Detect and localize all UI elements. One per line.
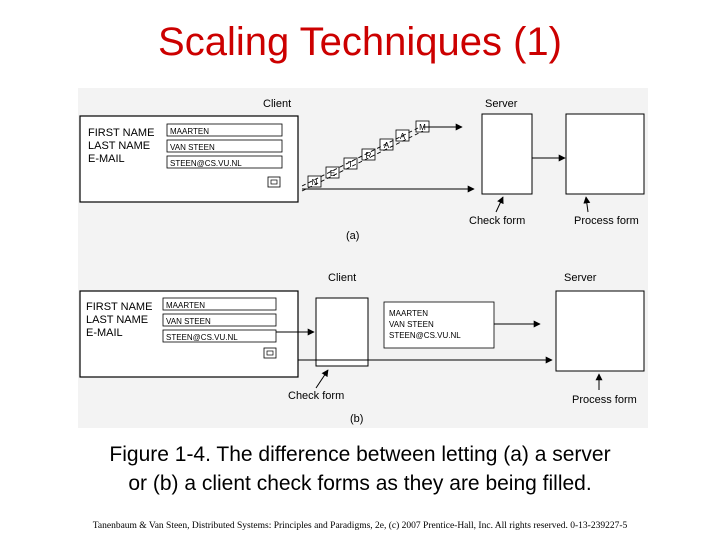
check-form-label-b: Check form (288, 390, 344, 402)
submit-box-b[interactable] (263, 347, 277, 359)
svg-text:E: E (330, 169, 335, 178)
part-a: Client Server FIRST NAME LAST NAME E-MAI… (79, 98, 645, 242)
form-checking-diagram: Client Server FIRST NAME LAST NAME E-MAI… (78, 88, 648, 428)
first-name-label-a: FIRST NAME (88, 127, 154, 139)
server-check-box-a (481, 113, 533, 195)
server-label-a: Server (485, 98, 518, 110)
check-form-label-a: Check form (469, 215, 525, 227)
client-check-box-b (315, 297, 369, 367)
email-field-a[interactable] (166, 155, 283, 169)
server-process-box-b (555, 290, 645, 372)
char-box-t (343, 157, 358, 170)
last-name-label-a: LAST NAME (88, 140, 150, 152)
submit-box-a[interactable] (267, 176, 281, 188)
first-name-label-b: FIRST NAME (86, 301, 152, 313)
part-b: Client Server FIRST NAME LAST NAME E-MAI… (79, 272, 645, 425)
svg-text:M: M (419, 123, 426, 132)
svg-text:N: N (312, 178, 318, 187)
first-name-value-b: MAARTEN (166, 301, 205, 310)
email-label-b: E-MAIL (86, 327, 123, 339)
process-form-label-b: Process form (572, 394, 637, 406)
email-value-b: STEEN@CS.VU.NL (166, 333, 238, 342)
caption-line-1: Figure 1-4. The difference between letti… (109, 443, 611, 466)
figure-caption: Figure 1-4. The difference between letti… (30, 440, 690, 498)
server-process-box-a (565, 113, 645, 195)
first-name-value-a: MAARTEN (170, 127, 209, 136)
svg-text:T: T (348, 160, 353, 169)
char-box-e (325, 166, 340, 179)
sent-last-name-b: VAN STEEN (389, 320, 434, 329)
char-box-r (361, 148, 376, 161)
first-name-field-b[interactable] (162, 297, 277, 311)
email-field-b[interactable] (162, 329, 277, 343)
sent-values-box-b (383, 301, 495, 349)
first-name-field-a[interactable] (166, 123, 283, 137)
caption-line-2: or (b) a client check forms as they are … (128, 472, 592, 495)
part-b-tag: (b) (350, 413, 363, 425)
email-value-a: STEEN@CS.VU.NL (170, 159, 242, 168)
email-label-a: E-MAIL (88, 153, 125, 165)
client-label-a: Client (263, 98, 291, 110)
process-form-label-a: Process form (574, 215, 639, 227)
svg-text:A: A (400, 132, 406, 141)
slide-title: Scaling Techniques (1) (158, 20, 562, 64)
copyright-footer: Tanenbaum & Van Steen, Distributed Syste… (92, 521, 628, 531)
sent-first-name-b: MAARTEN (389, 309, 428, 318)
svg-text:R: R (366, 151, 372, 160)
last-name-field-b[interactable] (162, 313, 277, 327)
part-a-tag: (a) (346, 230, 359, 242)
svg-text:A: A (384, 141, 390, 150)
last-name-label-b: LAST NAME (86, 314, 148, 326)
last-name-value-b: VAN STEEN (166, 317, 211, 326)
sent-email-b: STEEN@CS.VU.NL (389, 331, 461, 340)
last-name-value-a: VAN STEEN (170, 143, 215, 152)
client-label-b: Client (328, 272, 356, 284)
char-box-a2 (379, 138, 394, 151)
server-label-b: Server (564, 272, 597, 284)
last-name-field-a[interactable] (166, 139, 283, 153)
